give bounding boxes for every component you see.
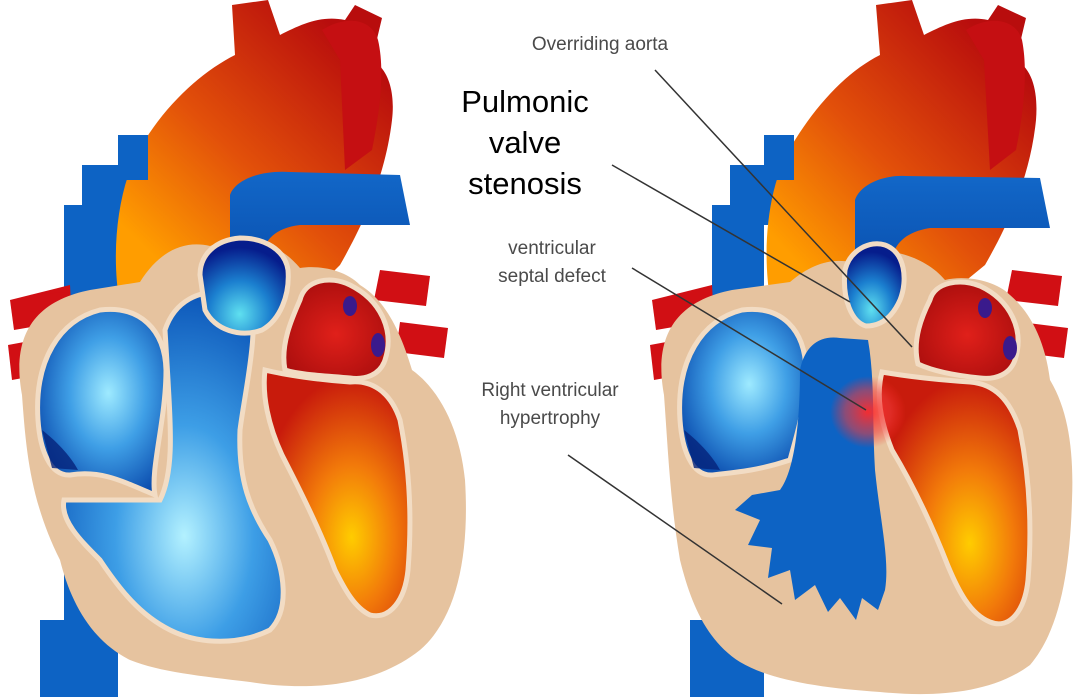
label-pulmonic-line2: valve: [489, 125, 561, 160]
pulmonary-vein-opening-2: [371, 333, 385, 357]
label-rvh-line1: Right ventricular: [481, 380, 619, 401]
pulmonary-vein-opening-1: [343, 296, 357, 316]
pulmonary-vein-opening-1: [978, 298, 992, 318]
tetralogy-heart: [650, 0, 1072, 697]
label-vsd-line1: ventricular: [508, 238, 596, 259]
pulmonary-artery-left-stub: [764, 135, 794, 180]
label-vsd-line2: septal defect: [498, 266, 606, 287]
label-overriding-aorta: Overriding aorta: [532, 34, 669, 55]
pulmonary-vein-opening-2: [1003, 336, 1017, 360]
pulmonary-artery-left-stub: [118, 135, 148, 180]
label-pulmonic-line3: stenosis: [468, 166, 582, 201]
label-pulmonic-line1: Pulmonic: [461, 84, 589, 119]
right-outflow-tract: [200, 238, 288, 333]
normal-heart: [8, 0, 466, 697]
label-rvh-line2: hypertrophy: [500, 408, 601, 429]
septal-defect-glow: [830, 376, 906, 448]
